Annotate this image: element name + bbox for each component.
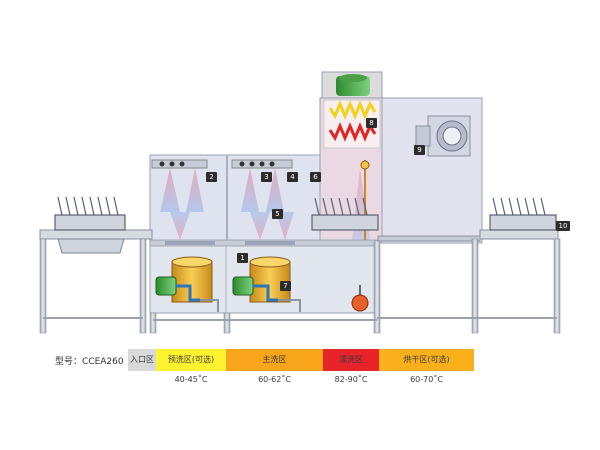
marker-9: 9 [414,145,425,155]
zone-mainwash: 主洗区 [226,349,323,371]
temp-mainwash: 60-62˚C [258,375,291,384]
temp-prewash: 40-45˚C [174,375,208,384]
marker-1: 1 [237,253,248,263]
zone-bar: 型号：CCEA260 入口区 预洗区(可选) 主洗区 漂洗区 烘干区(可选) 4… [55,349,485,394]
marker-7: 7 [280,281,291,291]
marker-5: 5 [272,209,283,219]
zone-rinse: 漂洗区 [323,349,379,371]
temp-rinse: 82-90˚C [334,375,368,384]
marker-4: 4 [287,172,298,182]
marker-10: 10 [556,221,570,231]
tables [39,229,559,254]
marker-3: 3 [261,172,272,182]
zone-entry: 入口区 [128,349,156,371]
exhaust-fan [336,74,370,96]
spray-arms [151,159,295,245]
dish-racks [54,196,557,231]
marker-2: 2 [206,172,217,182]
rinse-booster [351,285,369,312]
marker-6: 6 [310,172,321,182]
wash-tanks [155,256,301,312]
marker-8: 8 [366,118,377,128]
dryer-blower [415,115,471,157]
zone-prewash: 预洗区(可选) [156,349,226,371]
legs [39,238,561,334]
model-label: 型号：CCEA260 [55,357,124,367]
temp-drying: 60-70˚C [410,375,443,384]
zone-drying: 烘干区(可选) [379,349,474,371]
